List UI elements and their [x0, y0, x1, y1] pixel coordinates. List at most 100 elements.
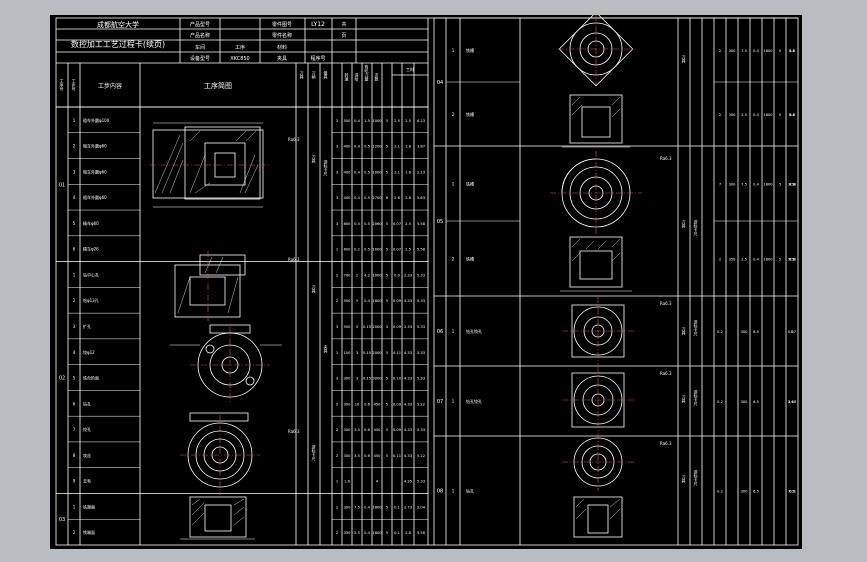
step-value: 0.15: [363, 351, 371, 355]
step-value: 0.4: [364, 531, 370, 535]
step-value: 3.8: [789, 49, 795, 53]
step-value: 0.1: [789, 258, 795, 262]
step-value: 0.2: [717, 490, 723, 494]
step-number: 4: [73, 350, 76, 355]
step-value: 5.58: [417, 531, 426, 535]
step-value: 2.1: [394, 145, 400, 149]
step-value: 2.5: [789, 49, 795, 53]
col-passes: 次数: [375, 72, 380, 82]
process-number: 02: [59, 376, 65, 382]
gauge-text-08: 游标卡尺: [694, 469, 699, 487]
step-value: 2.5: [741, 258, 747, 262]
step-value: 5: [386, 351, 388, 355]
column-header: 工序号 工步号 工步内容 工序简图 刀具 刀柄 量具 转速 进给 背吃刀量 次数…: [56, 63, 428, 545]
step-value: 9.4: [789, 113, 795, 117]
roughness-05: Ra6.3: [660, 156, 672, 161]
step-value: 4.3: [789, 183, 795, 187]
part-code-label: 零件图号: [272, 21, 292, 28]
step-value: 0.4: [753, 258, 759, 262]
step-value: 0.2: [717, 400, 723, 404]
tool-text-07: 刀具: [682, 395, 687, 404]
step-value: 5.33: [417, 299, 425, 303]
step-number: 5: [73, 376, 76, 381]
step-value: 10: [355, 402, 360, 406]
step-value: 3.5: [354, 454, 360, 458]
step-value: 450: [374, 454, 382, 458]
card-title: 数控加工工艺过程卡(续页): [71, 39, 165, 49]
step-value: 2: [336, 273, 338, 277]
sheet-frame: [55, 17, 799, 546]
step-value: 0.5: [364, 248, 370, 252]
sketch-process-01: [150, 122, 270, 208]
process-number: 03: [59, 517, 65, 523]
step-value: 450: [374, 428, 382, 432]
step-value: 5: [386, 402, 388, 406]
step-value: 0.5: [364, 170, 370, 174]
sketch-process-02: [170, 251, 282, 403]
sketch-process-04: [558, 11, 634, 148]
step-content: 钻φ13孔: [83, 297, 99, 303]
step-value: 7.5: [741, 49, 747, 53]
step-value: 5: [386, 505, 388, 509]
step-value: 5: [386, 377, 388, 381]
step-content: 粗车外圆φ60: [83, 194, 107, 200]
step-value: 400: [344, 145, 352, 149]
step-value: 3.87: [417, 145, 425, 149]
step-value: 2.8: [394, 196, 400, 200]
step-value: 7.5: [741, 183, 747, 187]
step-value: 5: [356, 299, 358, 303]
step-value: 4.33: [404, 402, 412, 406]
step-value: 100: [344, 351, 352, 355]
step-value: 8.2: [789, 49, 795, 53]
step-value: 3: [336, 377, 338, 381]
step-value: 0.07: [393, 248, 401, 252]
step-value: 1800: [763, 49, 773, 53]
process-label: 工序: [235, 44, 245, 51]
step-value: 350: [344, 531, 352, 535]
tool-text-08: 刀具: [682, 475, 687, 484]
step-value: 0.15: [363, 325, 371, 329]
step-value: 1: [336, 248, 338, 252]
step-value: 1800: [372, 299, 382, 303]
drawing-sheet[interactable]: 成都航空大学 数控加工工艺过程卡(续页) 产品型号 产品名称 车间 设备型号 工…: [50, 11, 802, 549]
step-value: 2.8: [405, 196, 411, 200]
program-label: 程序号: [310, 55, 325, 62]
step-content: 钻孔铰孔: [466, 328, 482, 334]
step-value: 0.4: [364, 299, 370, 303]
step-value: 7: [719, 183, 721, 187]
step-value: 5.22: [417, 402, 425, 406]
step-value: 2: [336, 505, 338, 509]
process-number: 07: [437, 399, 443, 405]
page-label: 页: [341, 33, 346, 39]
step-value: 600: [344, 248, 352, 252]
step-value: 1000: [372, 119, 382, 123]
step-number: 9: [73, 479, 76, 484]
total-pages-label: 共: [341, 21, 346, 28]
step-value: 5.33: [417, 273, 425, 277]
step-value: 2000: [372, 351, 382, 355]
gauge-text-07: 游标卡尺: [694, 389, 699, 407]
machine-model: XKC850: [230, 56, 249, 62]
step-value: 1800: [763, 183, 773, 187]
step-number: 7: [73, 427, 76, 432]
step-value: 6.5: [789, 490, 795, 494]
step-value: 2: [719, 113, 721, 117]
step-number: 8: [73, 453, 76, 458]
step-value: 0.1: [394, 531, 400, 535]
step-value: 300: [729, 49, 737, 53]
step-content: 钻中心孔: [83, 271, 99, 277]
step-value: 5: [386, 325, 388, 329]
product-model-label: 产品型号: [190, 21, 210, 28]
step-value: 0.07: [788, 330, 796, 334]
step-value: 0.2: [717, 330, 723, 334]
step-value: 3000: [372, 377, 382, 381]
step-content: 精车φ26: [83, 246, 99, 252]
step-value: 2.5: [741, 113, 747, 117]
step-value: 0.4: [354, 145, 360, 149]
step-value: 1800: [763, 113, 773, 117]
roughness-08: Ra6.3: [660, 441, 672, 446]
step-number: 4: [73, 195, 76, 200]
